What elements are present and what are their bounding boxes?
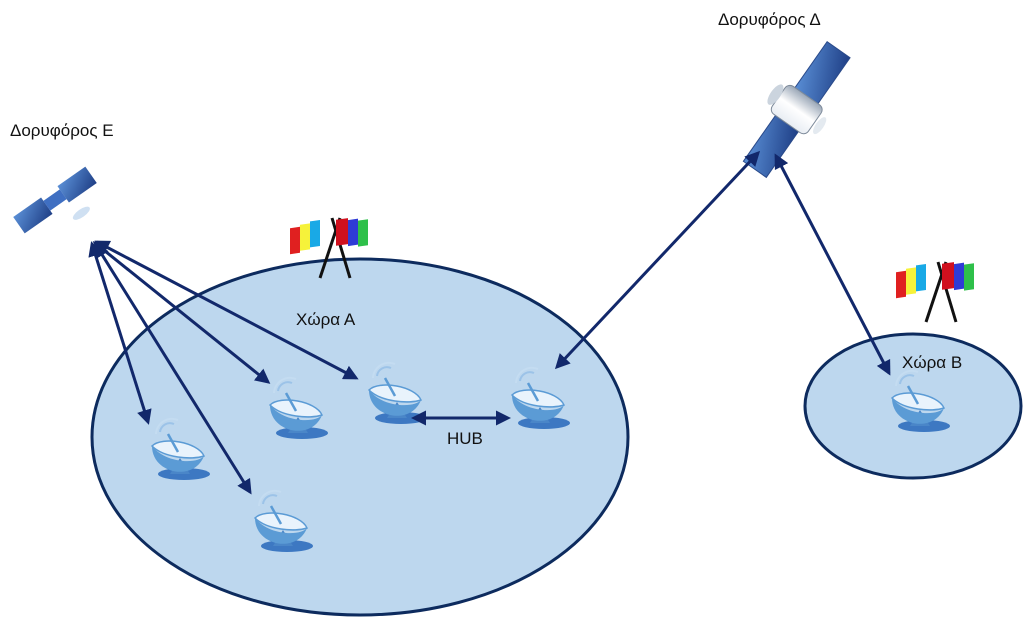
hub-label: HUB — [447, 429, 483, 448]
region-a — [90, 257, 630, 617]
flags-region-b-icon — [894, 260, 976, 324]
region-b-label: Χώρα Β — [902, 353, 963, 372]
satellite-d-icon — [742, 41, 851, 179]
region-a-label: Χώρα Α — [296, 310, 356, 329]
satellite-e-label: Δορυφόρος Ε — [10, 121, 114, 140]
satellite-e-icon — [13, 166, 97, 234]
hub-to-satellite-d-arrow — [554, 150, 761, 370]
satellite-d-to-region-b-arrow — [774, 153, 891, 376]
satellite-d-label: Δορυφόρος Δ — [718, 10, 821, 29]
uplink-arrows-e — [88, 240, 359, 495]
